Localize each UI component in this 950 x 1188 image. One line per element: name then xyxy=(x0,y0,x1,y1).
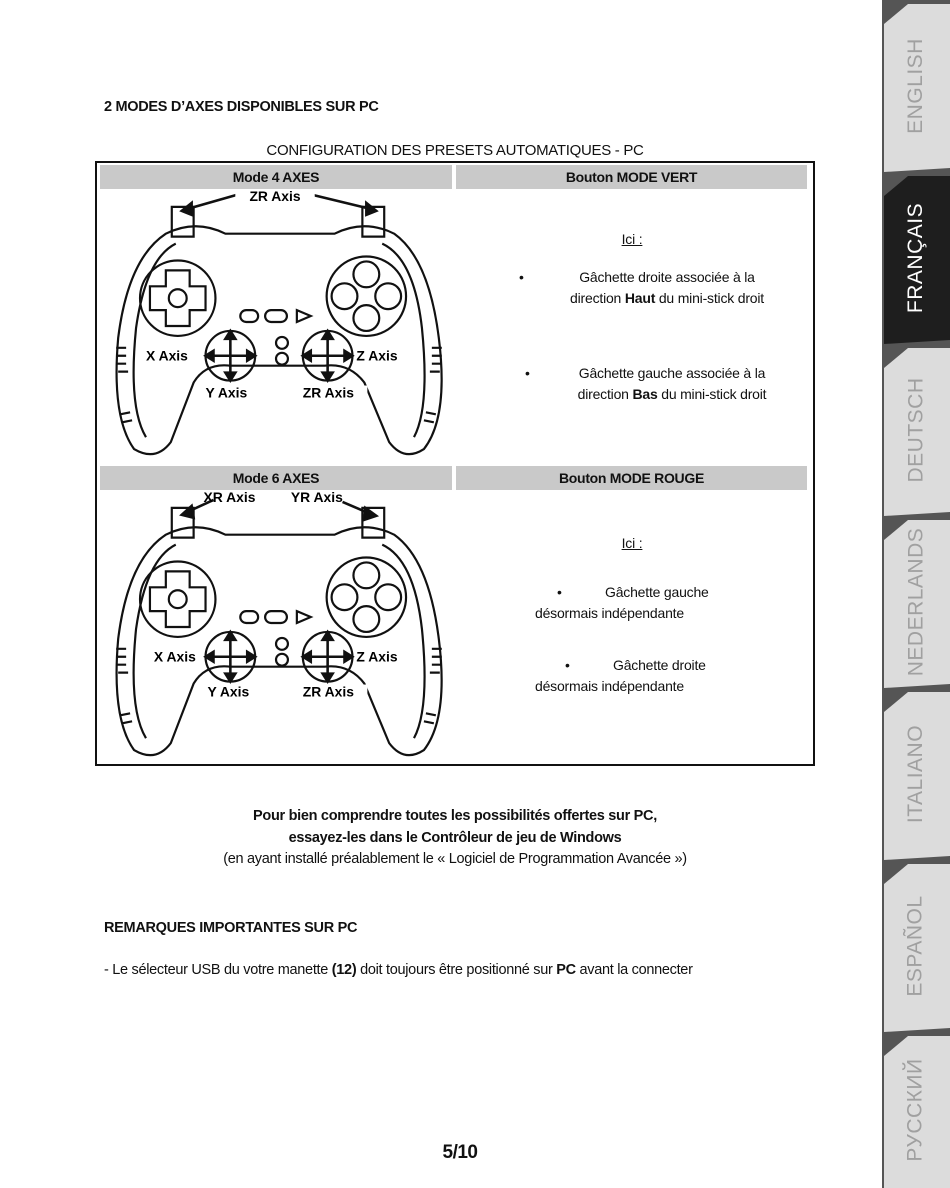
mode-4-axes-header: Mode 4 AXES xyxy=(100,165,452,189)
ici-label: Ici xyxy=(622,535,635,551)
axis-label-top: ZR Axis xyxy=(249,189,300,204)
page-number: 5/10 xyxy=(400,1142,520,1164)
axis-label-zr: ZR Axis xyxy=(303,683,354,699)
tab-english[interactable]: ENGLISH xyxy=(882,0,950,172)
section-title: 2 MODES D’AXES DISPONIBLES SUR PC xyxy=(104,99,379,115)
axis-label-x: X Axis xyxy=(146,348,188,364)
axis-label-y: Y Axis xyxy=(208,683,250,699)
remarks-title: REMARQUES IMPORTANTES SUR PC xyxy=(104,920,357,936)
red-mode-description: Ici : • Gâchette gauche désormais indépe… xyxy=(457,490,807,760)
tab-nederlands[interactable]: NEDERLANDS xyxy=(882,516,950,688)
green-mode-header: Bouton MODE VERT xyxy=(456,165,807,189)
ici-label: Ici xyxy=(622,231,635,247)
presets-table: Mode 4 AXES Bouton MODE VERT xyxy=(95,161,815,766)
tab-italiano[interactable]: ITALIANO xyxy=(882,688,950,860)
axis-label-y: Y Axis xyxy=(206,384,248,400)
note-line-2: essayez-les dans le Contrôleur de jeu de… xyxy=(95,830,815,846)
remark-usb: - Le sélecteur USB du votre manette (12)… xyxy=(104,962,693,978)
mode-6-axes-header: Mode 6 AXES xyxy=(100,466,452,490)
green-mode-description: Ici : • Gâchette droite associée à la di… xyxy=(457,189,807,464)
note-line-1: Pour bien comprendre toutes les possibil… xyxy=(95,808,815,824)
config-title: CONFIGURATION DES PRESETS AUTOMATIQUES -… xyxy=(95,142,815,159)
tab-francais[interactable]: FRANÇAIS xyxy=(882,172,950,344)
note-line-3: (en ayant installé préalablement le « Lo… xyxy=(95,851,815,867)
axis-label-z: Z Axis xyxy=(356,649,397,665)
axis-label-z: Z Axis xyxy=(356,348,397,364)
axis-label-x: X Axis xyxy=(154,649,196,665)
language-tabs: ENGLISH FRANÇAIS DEUTSCH NEDERLANDS ITAL… xyxy=(882,0,950,1188)
gamepad-diagram-6-axes: XR Axis YR Axis X Axis Z Axis Y Axis ZR … xyxy=(105,490,451,760)
tab-espanol[interactable]: ESPAÑOL xyxy=(882,860,950,1032)
tab-deutsch[interactable]: DEUTSCH xyxy=(882,344,950,516)
axis-label-xr: XR Axis xyxy=(204,490,256,505)
axis-label-zr: ZR Axis xyxy=(303,384,354,400)
axis-label-yr: YR Axis xyxy=(291,490,343,505)
red-mode-header: Bouton MODE ROUGE xyxy=(456,466,807,490)
tab-russian[interactable]: РУССКИЙ xyxy=(882,1032,950,1188)
gamepad-diagram-4-axes: ZR Axis X Axis Z Axis Y Axis ZR Axis xyxy=(105,189,451,459)
